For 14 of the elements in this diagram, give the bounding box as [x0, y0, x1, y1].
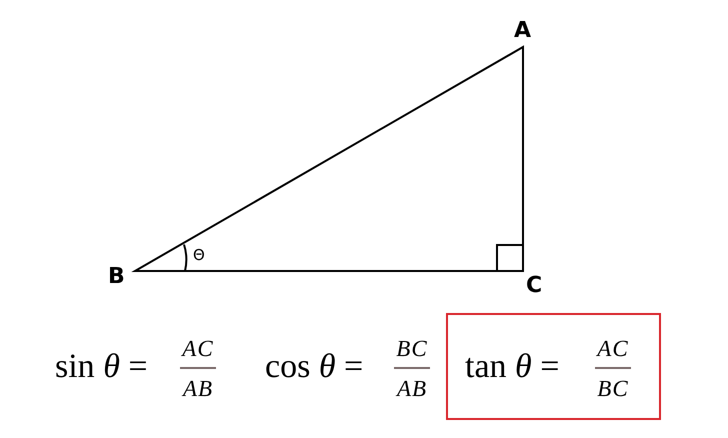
formula-text: sin θ = [55, 350, 148, 384]
fraction-denominator: AB [396, 377, 428, 400]
fraction-numerator: BC [396, 337, 428, 360]
angle-label: Θ [193, 248, 205, 263]
fraction-denominator: AB [182, 377, 214, 400]
formula-text: tan θ = [465, 350, 560, 384]
vertex-label: C [526, 275, 542, 297]
fraction-denominator: BC [597, 377, 629, 400]
fraction-numerator: AC [597, 337, 629, 360]
fraction-numerator: AC [182, 337, 214, 360]
vertex-label: A [514, 20, 532, 42]
vertex-label: B [108, 266, 125, 288]
highlight-box [446, 313, 661, 420]
formula-text: cos θ = [265, 350, 364, 384]
